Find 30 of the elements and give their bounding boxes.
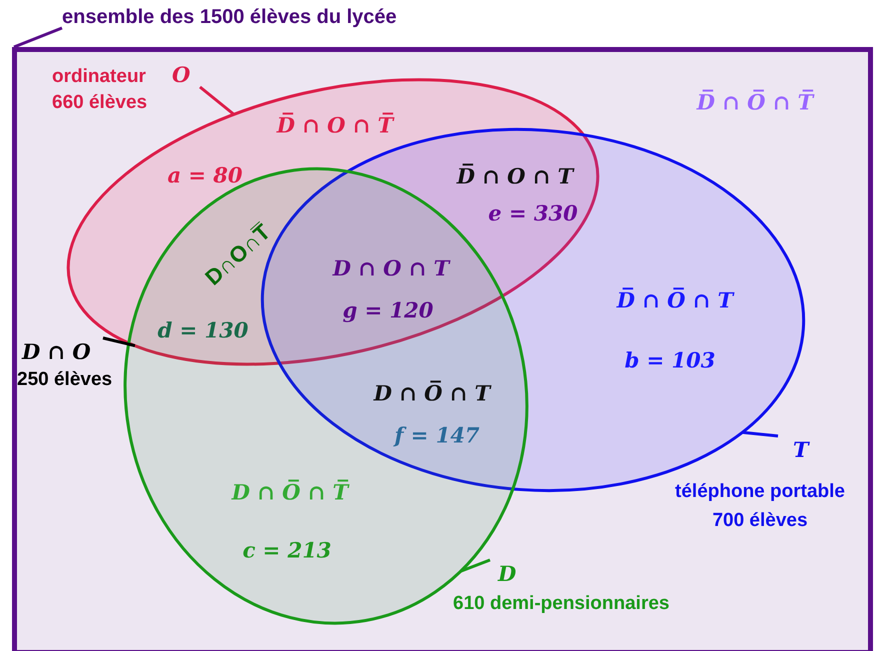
region-label: d = 130 — [158, 318, 248, 342]
region-label: D ∩ O ∩ T — [332, 256, 450, 280]
leader-line — [102, 336, 136, 348]
set-caption: 660 élèves — [52, 92, 148, 114]
region-label: b = 103 — [624, 348, 716, 372]
region-label: D̅ ∩ O̅ ∩ T — [616, 288, 734, 312]
region-label: D̅ ∩ O ∩ T — [456, 164, 574, 188]
region-label: f = 147 — [394, 422, 480, 448]
region-label: D̅ ∩ O̅ ∩ T̅ — [696, 90, 814, 114]
leader-line — [742, 430, 778, 438]
universe-frame — [12, 47, 873, 651]
set-symbol: T — [793, 437, 809, 462]
region-label: D ∩ O̅ ∩ T — [374, 380, 490, 406]
region-label: D ∩ O̅ ∩ T̅ — [232, 480, 348, 504]
leader-line — [460, 558, 491, 573]
set-caption: 250 élèves — [17, 369, 112, 391]
set-symbol: D — [498, 561, 516, 586]
set-symbol: D ∩ O — [22, 339, 91, 364]
set-caption: 610 demi-pensionnaires — [453, 593, 670, 615]
set-symbol: O — [172, 62, 190, 87]
set-caption: téléphone portable 700 élèves — [674, 480, 846, 533]
leader-line — [199, 86, 235, 116]
set-title: ensemble des 1500 élèves du lycée — [62, 6, 397, 29]
region-label: a = 80 — [167, 162, 243, 188]
region-label: D̅ ∩ O ∩ T̅ — [276, 112, 394, 138]
set-caption: ordinateur — [52, 66, 146, 88]
region-label: c = 213 — [242, 538, 332, 562]
region-label: e = 330 — [488, 200, 578, 226]
leader-line — [13, 26, 63, 48]
region-label: g = 120 — [342, 298, 434, 322]
